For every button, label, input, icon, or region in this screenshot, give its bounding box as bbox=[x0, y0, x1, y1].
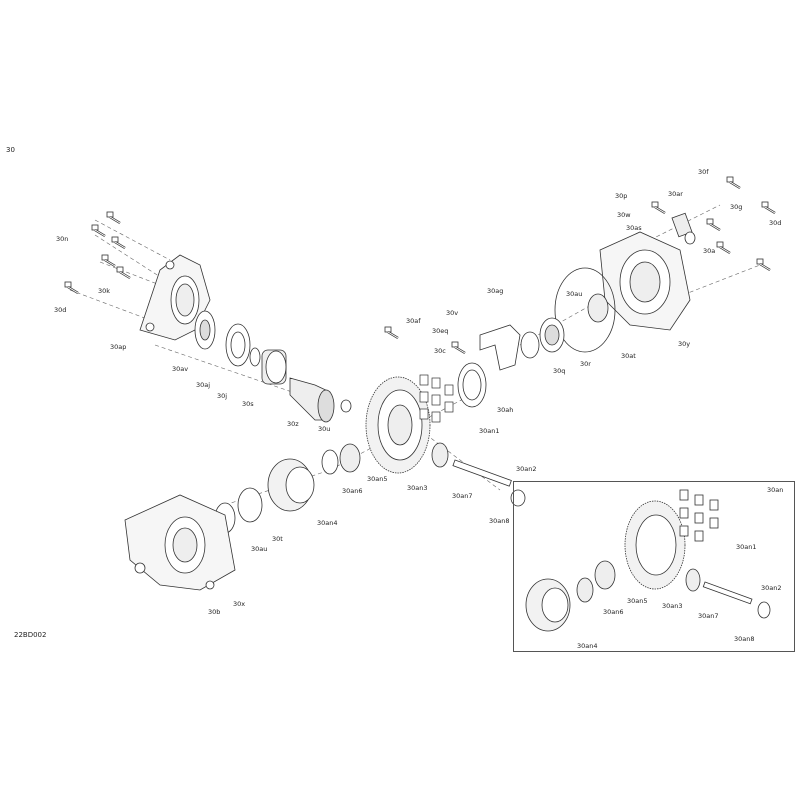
callout-30y: 30y bbox=[678, 340, 691, 348]
inset-callout-30an4: 30an4 bbox=[577, 642, 598, 650]
inset-frame bbox=[513, 481, 795, 652]
diagram-code: 22BD002 bbox=[14, 631, 47, 639]
o-ring bbox=[554, 267, 616, 353]
callout-30c: 30c bbox=[434, 347, 446, 355]
page-number: 30 bbox=[6, 146, 15, 154]
inset-callout-30an3: 30an3 bbox=[662, 602, 683, 610]
callout-30w: 30w bbox=[617, 211, 631, 219]
callout-30an3: 30an3 bbox=[407, 484, 428, 492]
callout-30au: 30au bbox=[566, 290, 583, 298]
callout-30n: 30n bbox=[56, 235, 69, 243]
inset-artwork bbox=[525, 489, 771, 632]
callout-30v: 30v bbox=[446, 309, 459, 317]
inset-callout-30an7: 30an7 bbox=[698, 612, 719, 620]
callout-30g: 30g bbox=[730, 203, 743, 211]
callout-30eq: 30eq bbox=[432, 327, 449, 335]
callout-30ap: 30ap bbox=[110, 343, 127, 351]
upper-housing-right bbox=[599, 231, 691, 331]
bracket bbox=[479, 324, 521, 371]
inset-callout-30an5: 30an5 bbox=[627, 597, 648, 605]
callout-30d-right: 30d bbox=[769, 219, 782, 227]
callout-30ag: 30ag bbox=[487, 287, 504, 295]
callout-30d: 30d bbox=[54, 306, 67, 314]
inset-callout-30an1: 30an1 bbox=[736, 543, 757, 551]
callout-30b: 30b bbox=[208, 608, 221, 616]
callout-30af: 30af bbox=[406, 317, 421, 325]
callout-30z: 30z bbox=[287, 420, 299, 428]
callout-30an4: 30an4 bbox=[317, 519, 338, 527]
callout-30an6: 30an6 bbox=[342, 487, 363, 495]
callout-30au-bottom: 30au bbox=[251, 545, 268, 553]
callout-30r: 30r bbox=[580, 360, 591, 368]
callout-30x: 30x bbox=[233, 600, 246, 608]
callout-30a: 30a bbox=[703, 247, 716, 255]
callout-30q: 30q bbox=[553, 367, 566, 375]
callout-30aj: 30aj bbox=[196, 381, 211, 389]
inset-callout-30an2: 30an2 bbox=[761, 584, 782, 592]
callout-30p: 30p bbox=[615, 192, 628, 200]
callout-30an5: 30an5 bbox=[367, 475, 388, 483]
callout-30k: 30k bbox=[98, 287, 111, 295]
differential-case bbox=[214, 458, 315, 534]
inset-callout-30an6: 30an6 bbox=[603, 608, 624, 616]
pinion-gear bbox=[289, 377, 352, 423]
callout-30f: 30f bbox=[698, 168, 709, 176]
callout-30as: 30as bbox=[626, 224, 642, 232]
callout-30s: 30s bbox=[242, 400, 254, 408]
callout-30j: 30j bbox=[217, 392, 228, 400]
callout-30ar: 30ar bbox=[668, 190, 683, 198]
callout-30an1: 30an1 bbox=[479, 427, 500, 435]
callout-30an7: 30an7 bbox=[452, 492, 473, 500]
callout-30an8: 30an8 bbox=[489, 517, 510, 525]
inset-callout-30an8: 30an8 bbox=[734, 635, 755, 643]
callout-30t: 30t bbox=[272, 535, 283, 543]
callout-30an2: 30an2 bbox=[516, 465, 537, 473]
lower-housing bbox=[124, 494, 236, 591]
bolt-cluster bbox=[419, 374, 454, 423]
actuator bbox=[671, 212, 696, 245]
inset-title: 30an bbox=[767, 486, 784, 494]
callout-30av: 30av bbox=[172, 365, 189, 373]
callout-30u: 30u bbox=[318, 425, 331, 433]
ring-gear bbox=[365, 376, 431, 474]
callout-30ah: 30ah bbox=[497, 406, 514, 414]
upper-housing-left bbox=[139, 254, 211, 341]
callout-30at: 30at bbox=[621, 352, 636, 360]
